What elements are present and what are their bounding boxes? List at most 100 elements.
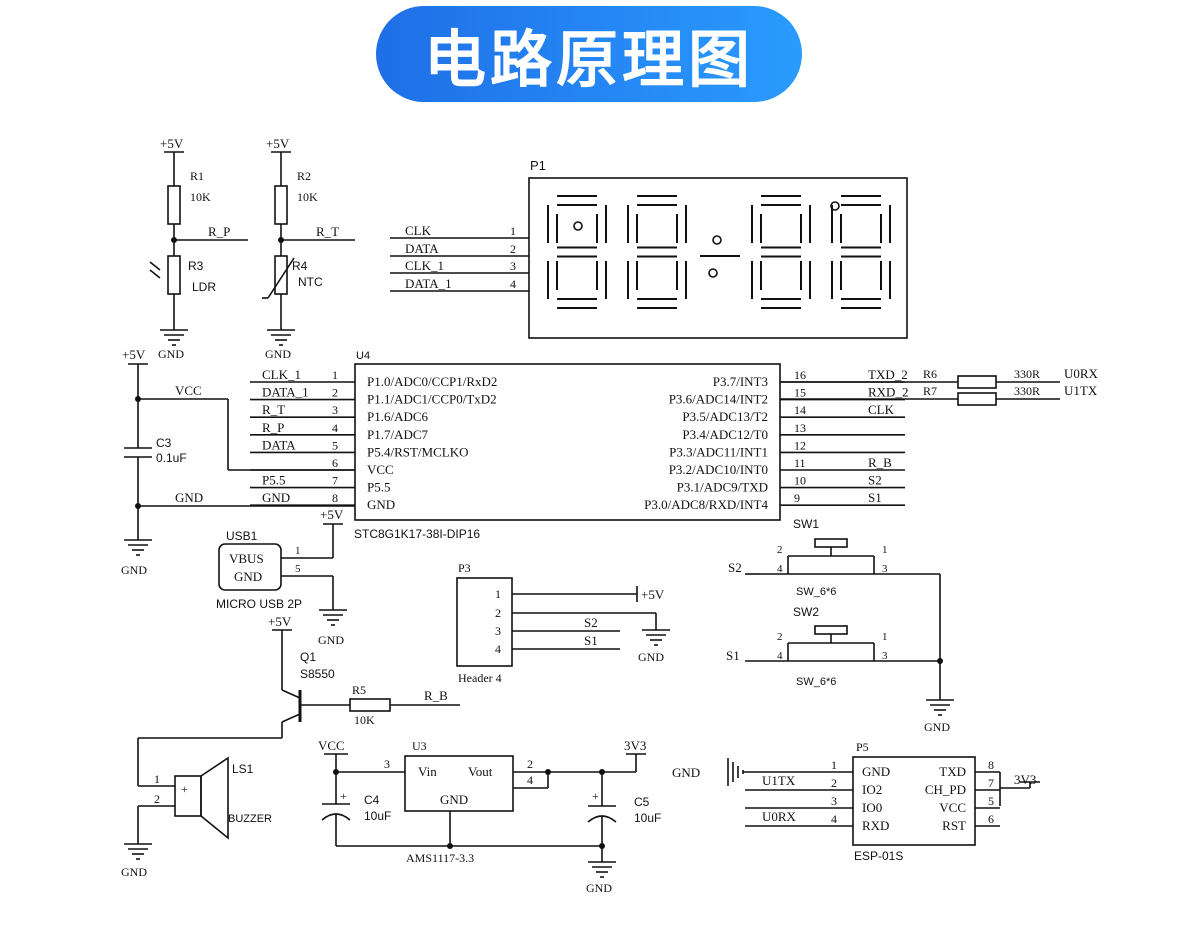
r2-ref: R2 xyxy=(297,169,311,183)
u4-right-func: P3.3/ADC11/INT1 xyxy=(669,444,768,459)
r6-resistor xyxy=(957,375,997,389)
u4-left-net: R_P xyxy=(262,420,284,435)
digit-3 xyxy=(751,195,811,309)
u4-right-net: R_B xyxy=(868,455,892,470)
u4-left-net: P5.5 xyxy=(262,473,285,488)
sw1-part: SW_6*6 xyxy=(796,586,836,598)
p1-pin1-num: 1 xyxy=(510,224,516,238)
p5-left-func: IO0 xyxy=(862,800,882,815)
r4-gnd-label: GND xyxy=(265,347,291,361)
u4-left-num: 8 xyxy=(332,491,338,505)
c3-decoupling: +5V VCC C3 0.1uF GND GND xyxy=(121,347,355,577)
r1-resistor xyxy=(167,185,181,225)
p3-num1: 1 xyxy=(495,587,501,601)
u4-left-net: CLK_1 xyxy=(262,367,301,382)
sw1-num2: 2 xyxy=(777,544,783,556)
sw2-num2: 2 xyxy=(777,631,783,643)
p1-pin3-net: CLK_1 xyxy=(405,258,444,273)
r6-r7-resistors: R6 R7 330R 330R U0RX U1TX xyxy=(780,366,1099,406)
sw2-switch: SW2 2 1 4 3 S1 SW_6*6 GND xyxy=(726,605,954,734)
p3-part: Header 4 xyxy=(458,671,502,685)
ls1-gnd-label: GND xyxy=(121,865,147,879)
u4-left-net: DATA xyxy=(262,437,296,452)
p3-header: P3 1 2 3 4 +5V GND S2 S1 Header 4 xyxy=(456,561,670,685)
r5-resistor xyxy=(349,698,391,712)
r7-ref: R7 xyxy=(923,384,937,398)
colon-dot-top xyxy=(712,235,722,245)
u4-right-net: CLK xyxy=(868,402,895,417)
p5-3v3-label: 3V3 xyxy=(1014,772,1036,787)
u4-left-num: 5 xyxy=(332,438,338,452)
digit-1 xyxy=(547,195,607,309)
u3-num2: 2 xyxy=(527,757,533,771)
r4-ntc xyxy=(274,255,288,295)
p5-body xyxy=(852,756,976,846)
u4-right-num: 15 xyxy=(794,386,806,400)
p5-gnd-label: GND xyxy=(672,765,700,780)
sw1-switch: SW1 2 1 4 3 S2 SW_6*6 xyxy=(728,517,941,700)
r5-ref: R5 xyxy=(352,683,366,697)
p5-ref: P5 xyxy=(856,740,869,754)
u4-left-num: 7 xyxy=(332,474,338,488)
u4-right-func: P3.6/ADC14/INT2 xyxy=(669,392,768,407)
usb1-part: MICRO USB 2P xyxy=(216,597,302,611)
u4-body xyxy=(354,363,781,521)
r7-value: 330R xyxy=(1014,384,1040,398)
r4-value: NTC xyxy=(298,275,323,289)
p3-num4: 4 xyxy=(495,642,501,656)
u4-left-num: 4 xyxy=(332,421,338,435)
ls1-num2: 2 xyxy=(154,792,160,806)
sw1-net: S2 xyxy=(728,560,742,575)
r6-ref: R6 xyxy=(923,367,937,381)
p5-left-func: GND xyxy=(862,764,890,779)
u4-right-func: P3.4/ADC12/T0 xyxy=(682,427,768,442)
c3-supply-label: +5V xyxy=(122,347,146,362)
r5-value: 10K xyxy=(354,713,375,727)
u4-left-num: 1 xyxy=(332,368,338,382)
u4-right-net: TXD_2 xyxy=(868,367,908,382)
r5-net: R_B xyxy=(424,688,448,703)
u4-left-net: DATA_1 xyxy=(262,385,309,400)
ls1-ref: LS1 xyxy=(232,762,254,776)
p5-right-func: RST xyxy=(942,818,966,833)
p5-left-func: RXD xyxy=(862,818,889,833)
ntc-divider: +5V R2 10K R_T R4 NTC GND xyxy=(262,136,355,361)
u3-ref: U3 xyxy=(412,739,427,753)
p3-num3: 3 xyxy=(495,624,501,638)
net-label-rp: R_P xyxy=(208,224,230,239)
p3-net2: S2 xyxy=(584,615,598,630)
r2-supply-label: +5V xyxy=(266,136,290,151)
sw2-ref: SW2 xyxy=(793,605,819,619)
u3-part: AMS1117-3.3 xyxy=(406,851,474,865)
p5-right-num: 7 xyxy=(988,776,994,790)
sw2-net: S1 xyxy=(726,648,740,663)
p5-left-num: 1 xyxy=(831,758,837,772)
usb1-connector: USB1 VBUS GND 1 5 +5V GND MICRO USB 2P xyxy=(216,507,347,647)
u4-left-net: R_T xyxy=(262,402,285,417)
u4-left-net: GND xyxy=(262,490,290,505)
u4-right-net: S2 xyxy=(868,473,882,488)
usb1-supply-label: +5V xyxy=(320,507,344,522)
q1-ref: Q1 xyxy=(300,650,316,664)
digit-4 xyxy=(831,195,891,309)
u4-left-func: GND xyxy=(367,497,395,512)
c5-value: 10uF xyxy=(634,811,661,825)
svg-text:+: + xyxy=(181,782,188,796)
p3-num2: 2 xyxy=(495,606,501,620)
usb1-gnd-label: GND xyxy=(318,633,344,647)
p1-display-module: P1 CLK DATA CLK_1 DATA_1 1 2 3 4 xyxy=(390,158,908,339)
p5-part: ESP-01S xyxy=(854,849,903,863)
sw1-num1: 1 xyxy=(882,544,888,556)
p3-net1: +5V xyxy=(641,587,665,602)
sw1-num4: 4 xyxy=(777,563,783,575)
usb1-num5: 5 xyxy=(295,563,301,575)
p5-right-num: 6 xyxy=(988,812,994,826)
u4-left-func: P1.0/ADC0/CCP1/RxD2 xyxy=(367,374,497,389)
r1-ref: R1 xyxy=(190,169,204,183)
